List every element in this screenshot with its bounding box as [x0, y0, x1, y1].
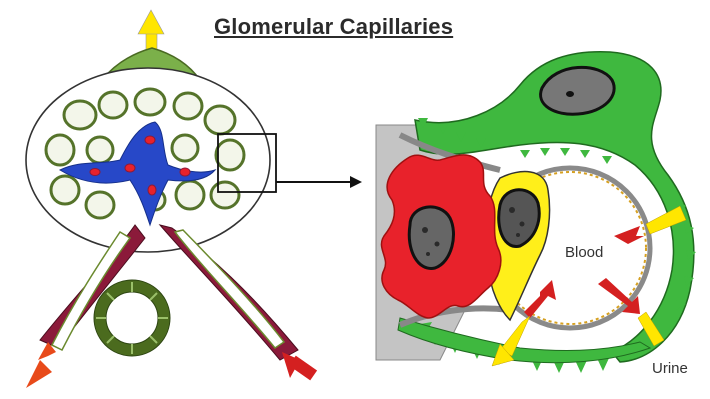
mesangial-nucleus: [409, 207, 453, 269]
capillary-detail: Blood Urine: [376, 52, 696, 377]
urine-label: Urine: [652, 360, 688, 377]
inflow-arrow-right: [282, 352, 317, 380]
outflow-arrow-left: [26, 342, 56, 388]
zoom-pointer-arrow: [276, 176, 362, 188]
glomerulus-overview: [26, 10, 362, 388]
blood-label: Blood: [565, 244, 603, 261]
tubule-cross-section: [94, 280, 170, 356]
